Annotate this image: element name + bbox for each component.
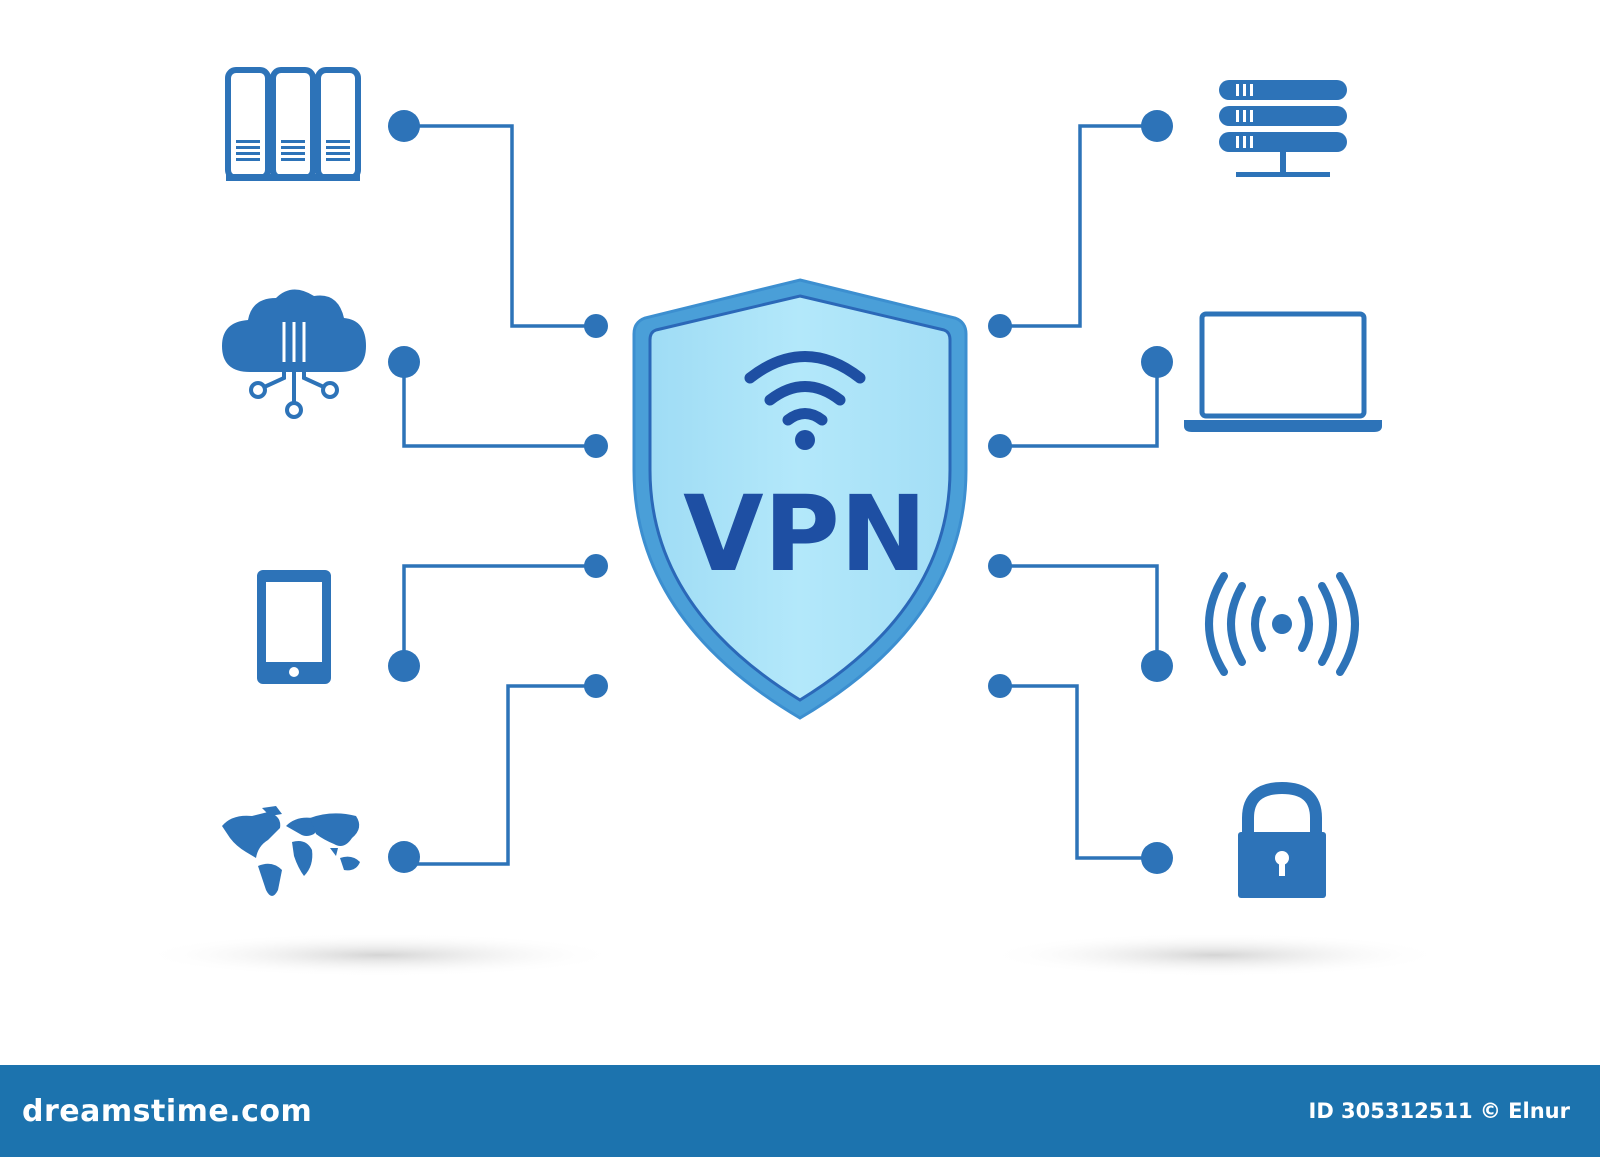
dot — [988, 554, 1012, 578]
server-rack-icon — [225, 67, 361, 181]
dot — [584, 434, 608, 458]
dot — [584, 674, 608, 698]
dot — [1141, 842, 1173, 874]
dot — [584, 554, 608, 578]
wire-right-1 — [1000, 124, 1157, 328]
wire-right-2 — [1000, 362, 1159, 448]
footer-credit: ID 305312511 © Elnur — [1308, 1099, 1571, 1123]
wire-right-4 — [1000, 684, 1157, 860]
dot — [988, 674, 1012, 698]
dot — [988, 434, 1012, 458]
wire-left-2 — [402, 362, 596, 448]
world-map-icon — [222, 806, 360, 896]
dot — [1141, 650, 1173, 682]
dot — [388, 346, 420, 378]
cloud-network-icon — [222, 289, 366, 419]
dot — [388, 110, 420, 142]
laptop-icon — [1184, 311, 1382, 432]
dot — [388, 841, 420, 873]
footer-brand[interactable]: dreamstime.com — [22, 1093, 313, 1129]
wire-left-1 — [404, 124, 596, 328]
connector-dots — [388, 110, 1173, 874]
tablet-icon — [257, 570, 331, 684]
wifi-icon — [744, 351, 866, 450]
wire-left-3 — [402, 564, 596, 666]
footer-bar: dreamstime.com ID 305312511 © Elnur — [0, 1065, 1600, 1157]
dot — [388, 650, 420, 682]
padlock-icon — [1238, 781, 1326, 898]
vpn-shield: VPN — [632, 278, 968, 720]
dot — [584, 314, 608, 338]
wire-left-4 — [404, 684, 596, 866]
connector-lines — [402, 124, 1159, 866]
vpn-label: VPN — [683, 473, 927, 595]
shield-inner — [648, 294, 952, 702]
wireless-signal-icon — [1205, 572, 1359, 676]
dot — [1141, 110, 1173, 142]
right-floor-shadow — [985, 933, 1445, 977]
dot — [1141, 346, 1173, 378]
left-floor-shadow — [140, 933, 620, 977]
vpn-network-diagram: VPN — [140, 67, 1445, 977]
dot — [988, 314, 1012, 338]
wire-right-3 — [1000, 564, 1159, 666]
database-server-icon — [1219, 80, 1347, 177]
